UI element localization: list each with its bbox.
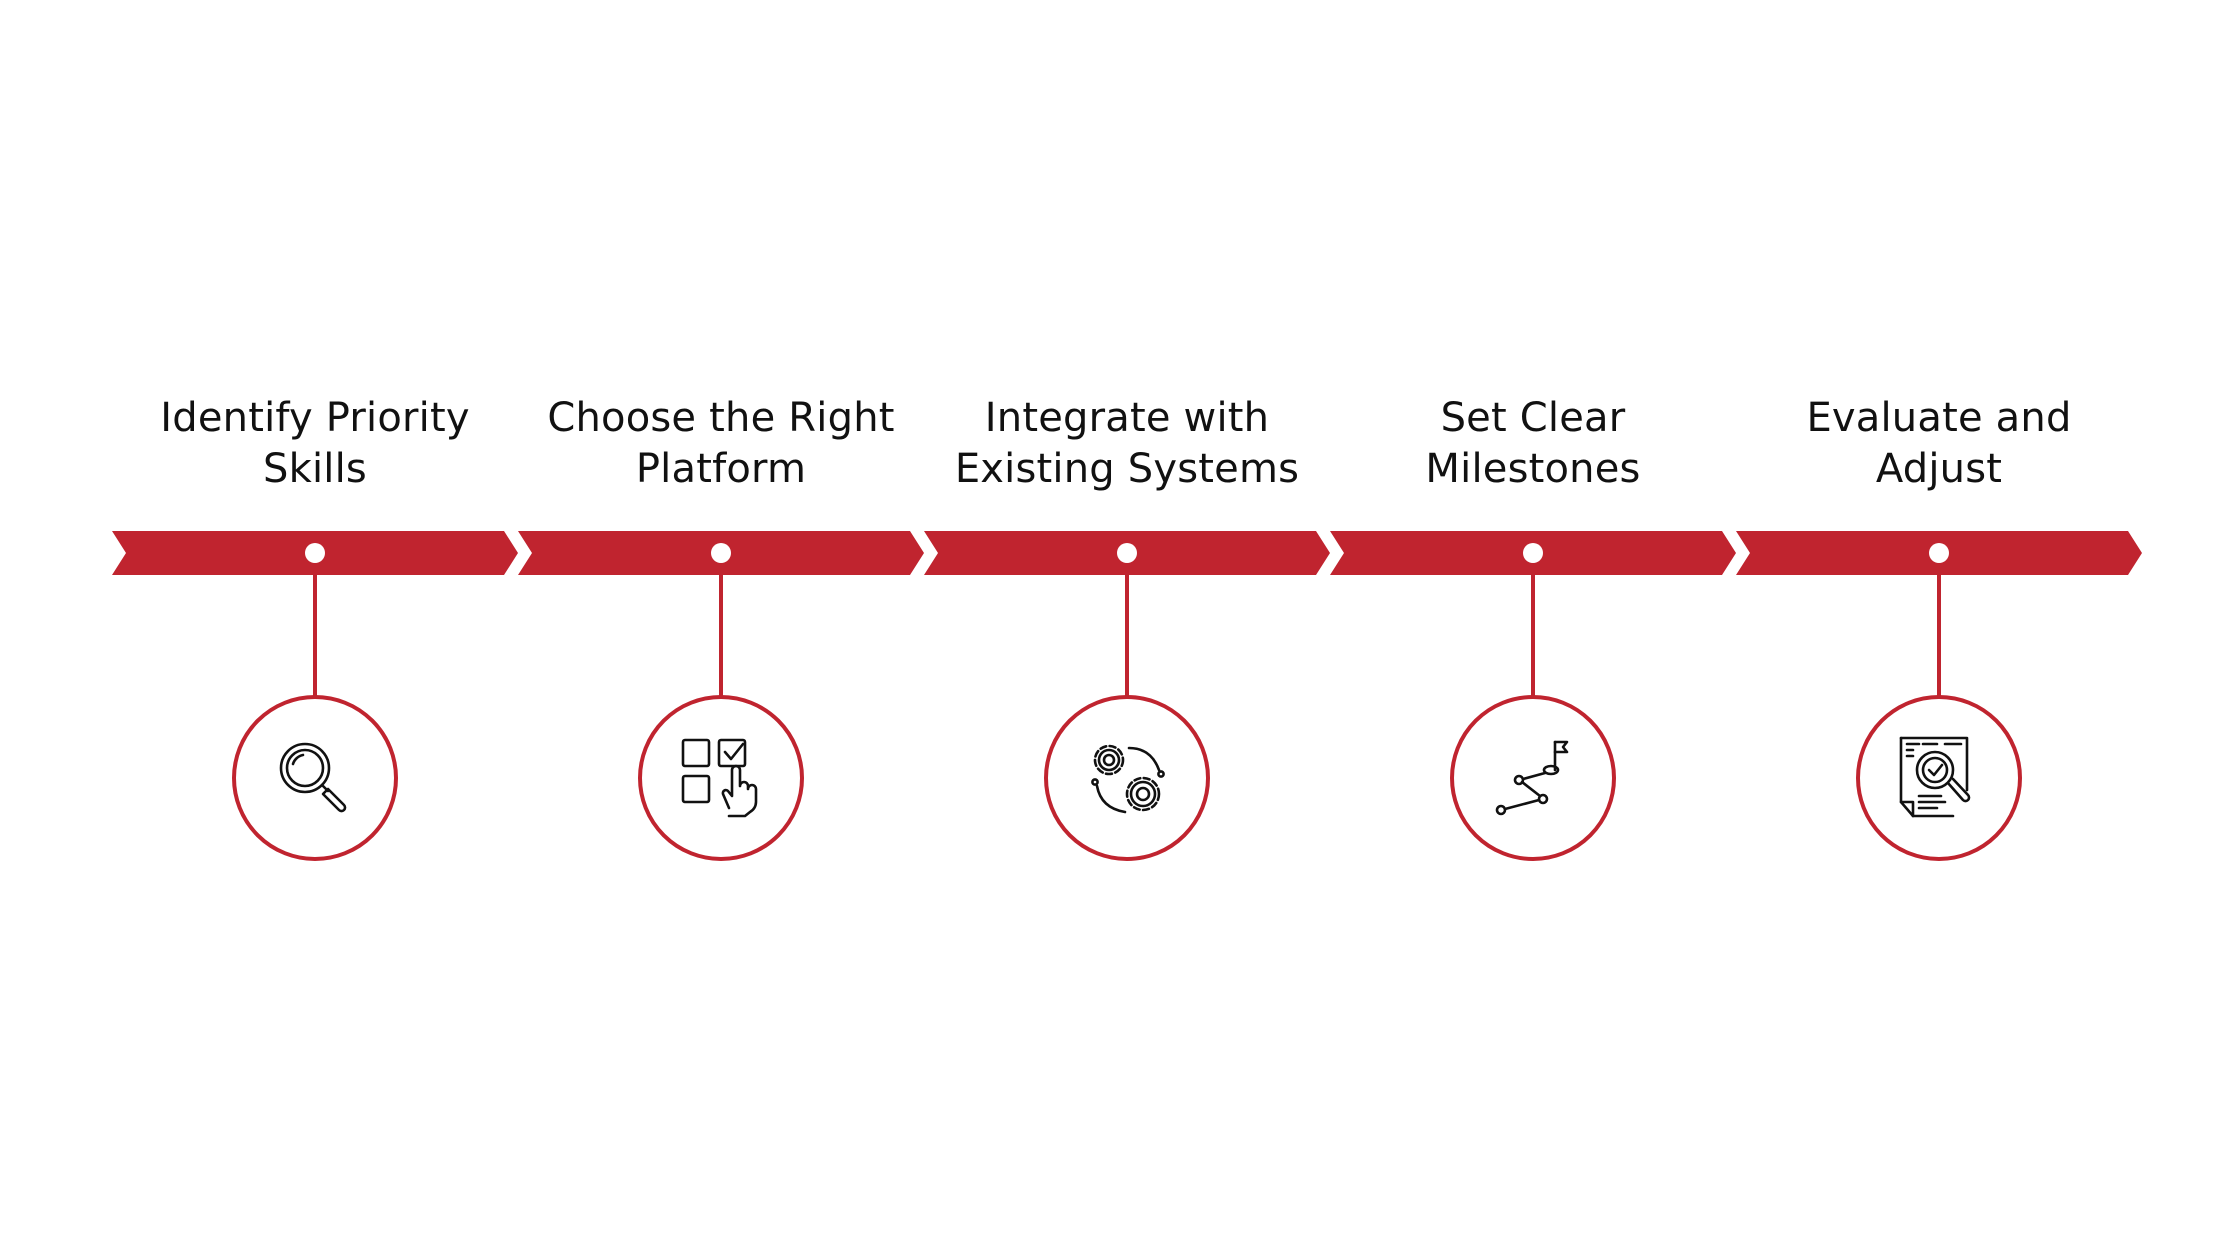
- step-3-title-line-1: Integrate with: [984, 395, 1270, 441]
- gears-icon: [1091, 744, 1165, 814]
- step-2-marker-dot: [711, 543, 731, 563]
- step-2-title: Choose the Right Platform: [488, 393, 954, 495]
- step-1-connector-line: [313, 575, 317, 697]
- step-5-marker-dot: [1929, 543, 1949, 563]
- step-5-title-line-1: Evaluate and: [1806, 395, 2072, 441]
- checklist-hand-icon: [681, 738, 758, 818]
- step-5-connector-line: [1937, 575, 1941, 697]
- step-4-title-line-1: Set Clear: [1440, 395, 1626, 441]
- step-1-title-line-2: Skills: [263, 446, 367, 492]
- step-5-icon-circle: [1856, 695, 2022, 861]
- document-review-icon: [1899, 736, 1971, 818]
- timeline-step-4: Set Clear Milestones: [1330, 0, 1736, 1260]
- step-3-title: Integrate with Existing Systems: [894, 393, 1360, 495]
- step-4-icon-circle: [1450, 695, 1616, 861]
- step-1-title: Identify Priority Skills: [82, 393, 548, 495]
- step-2-title-line-2: Platform: [635, 446, 807, 492]
- step-3-marker-dot: [1117, 543, 1137, 563]
- step-4-marker-dot: [1523, 543, 1543, 563]
- step-2-connector-line: [719, 575, 723, 697]
- magnifier-icon: [279, 742, 347, 813]
- step-4-title: Set Clear Milestones: [1300, 393, 1766, 495]
- step-3-connector-line: [1125, 575, 1129, 697]
- step-1-marker-dot: [305, 543, 325, 563]
- timeline-step-2: Choose the Right Platform: [518, 0, 924, 1260]
- step-2-title-line-1: Choose the Right: [547, 395, 895, 441]
- step-5-title: Evaluate and Adjust: [1706, 393, 2172, 495]
- timeline-step-5: Evaluate and Adjust: [1736, 0, 2142, 1260]
- step-5-title-line-2: Adjust: [1875, 446, 2003, 492]
- timeline-step-1: Identify Priority Skills: [112, 0, 518, 1260]
- step-4-title-line-2: Milestones: [1425, 446, 1641, 492]
- step-2-icon-circle: [638, 695, 804, 861]
- timeline-step-3: Integrate with Existing Systems: [924, 0, 1330, 1260]
- step-4-connector-line: [1531, 575, 1535, 697]
- step-3-title-line-2: Existing Systems: [954, 446, 1300, 492]
- route-flag-icon: [1495, 740, 1569, 816]
- step-1-icon-circle: [232, 695, 398, 861]
- step-1-title-line-1: Identify Priority: [160, 395, 470, 441]
- step-3-icon-circle: [1044, 695, 1210, 861]
